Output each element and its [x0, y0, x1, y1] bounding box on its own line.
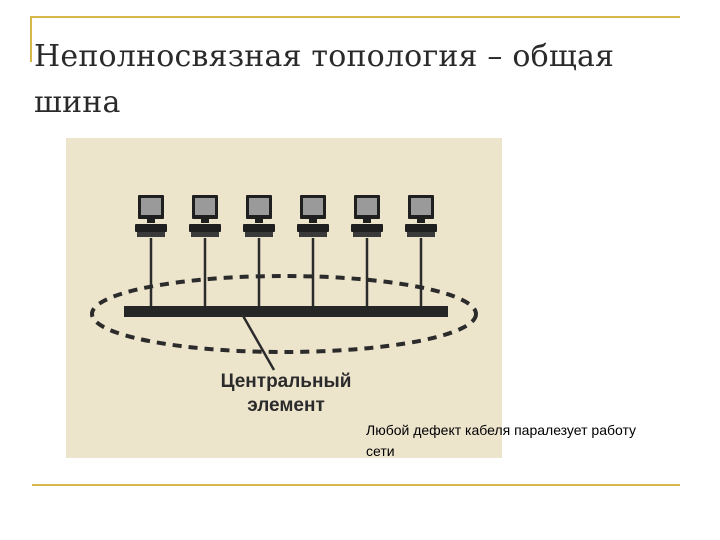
- computer-icon: [297, 195, 329, 306]
- computer-icon: [135, 195, 167, 306]
- computer-icon: [351, 195, 383, 306]
- computer-icon: [243, 195, 275, 306]
- computer-icon: [189, 195, 221, 306]
- slide-title: Неполносвязная топология – общая шина: [34, 39, 615, 120]
- center-label-line1: Центральный: [220, 371, 352, 392]
- top-rule: [32, 16, 680, 18]
- bottom-rule: [32, 484, 680, 486]
- bus-boundary-ellipse: [90, 274, 478, 354]
- bus-topology-diagram: Центральный элемент: [66, 138, 502, 458]
- center-label-line2: элемент: [247, 395, 325, 416]
- computer-icon: [405, 195, 437, 306]
- left-rule: [30, 16, 32, 62]
- slide-caption: Любой дефект кабеля паралезует работу се…: [366, 422, 637, 459]
- leader-line: [240, 313, 276, 371]
- diagram-svg: [90, 195, 478, 371]
- bus-cable: [124, 306, 448, 317]
- center-element-label: Центральный элемент: [216, 370, 356, 418]
